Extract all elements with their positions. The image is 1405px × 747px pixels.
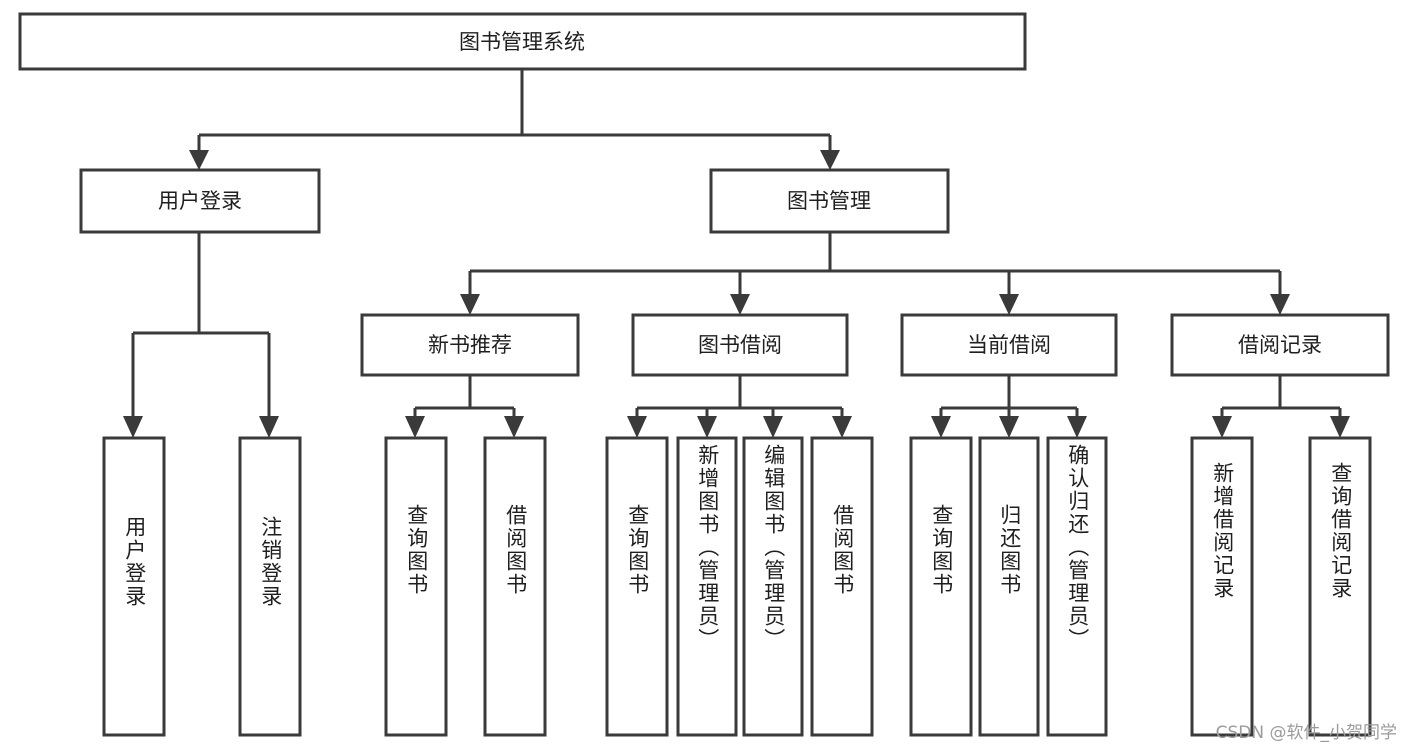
node-new-book-recommend-label: 新书推荐	[428, 333, 512, 357]
arrowhead-leaf-query-book-3	[931, 416, 951, 438]
node-leaf-add-record[interactable]	[1190, 436, 1254, 737]
arrowhead-leaf-user-login	[123, 416, 143, 438]
node-current-borrow-label: 当前借阅	[967, 333, 1051, 357]
node-borrow-record-label: 借阅记录	[1238, 333, 1322, 357]
arrowhead-current-borrow	[999, 294, 1019, 315]
node-book-manage[interactable]	[709, 168, 950, 234]
node-root-label: 图书管理系统	[459, 30, 585, 54]
node-user-login-label: 用户登录	[158, 189, 242, 213]
arrowhead-leaf-query-book-1	[405, 416, 425, 438]
arrowhead-new-book-recommend	[460, 294, 480, 315]
arrowhead-leaf-add-book	[697, 416, 717, 438]
node-leaf-edit-book[interactable]	[742, 436, 804, 737]
arrowhead-leaf-borrow-book-1	[504, 416, 524, 438]
node-leaf-logout[interactable]	[238, 436, 302, 737]
arrowhead-book-borrow	[730, 294, 750, 315]
node-leaf-confirm-return[interactable]	[1046, 436, 1108, 737]
node-leaf-add-book[interactable]	[676, 436, 738, 737]
node-book-borrow-label: 图书借阅	[698, 333, 782, 357]
node-leaf-return-book[interactable]	[978, 436, 1040, 737]
connector-layer	[123, 69, 1350, 438]
node-current-borrow[interactable]	[900, 313, 1118, 377]
arrowhead-leaf-confirm-return	[1067, 416, 1087, 438]
arrowhead-user-login	[189, 150, 209, 170]
node-leaf-query-record[interactable]	[1308, 436, 1372, 737]
node-borrow-record[interactable]	[1170, 313, 1390, 377]
node-book-borrow[interactable]	[631, 313, 849, 377]
node-new-book-recommend[interactable]	[360, 313, 580, 377]
node-leaf-borrow-book-2[interactable]	[810, 436, 874, 737]
arrowhead-leaf-add-record	[1212, 416, 1232, 438]
arrowhead-leaf-borrow-book-2	[832, 416, 852, 438]
node-user-login[interactable]	[79, 168, 321, 234]
node-leaf-query-book-1[interactable]	[384, 436, 448, 737]
arrowhead-leaf-query-book-2	[627, 416, 647, 438]
node-root[interactable]	[18, 12, 1027, 71]
arrowhead-leaf-logout	[259, 416, 279, 438]
node-leaf-query-book-3[interactable]	[909, 436, 973, 737]
arrowhead-leaf-query-record	[1330, 416, 1350, 438]
node-layer: 图书管理系统 用户登录 图书管理 新书推荐 图书借阅 当前借阅 借阅记录	[18, 12, 1390, 737]
arrowhead-borrow-record	[1270, 294, 1290, 315]
arrowhead-leaf-edit-book	[763, 416, 783, 438]
node-leaf-query-book-2[interactable]	[605, 436, 669, 737]
node-leaf-user-login[interactable]	[102, 436, 166, 737]
node-leaf-borrow-book-1[interactable]	[483, 436, 547, 737]
node-book-manage-label: 图书管理	[787, 189, 871, 213]
arrowhead-leaf-return-book	[999, 416, 1019, 438]
arrowhead-book-manage	[820, 150, 840, 170]
